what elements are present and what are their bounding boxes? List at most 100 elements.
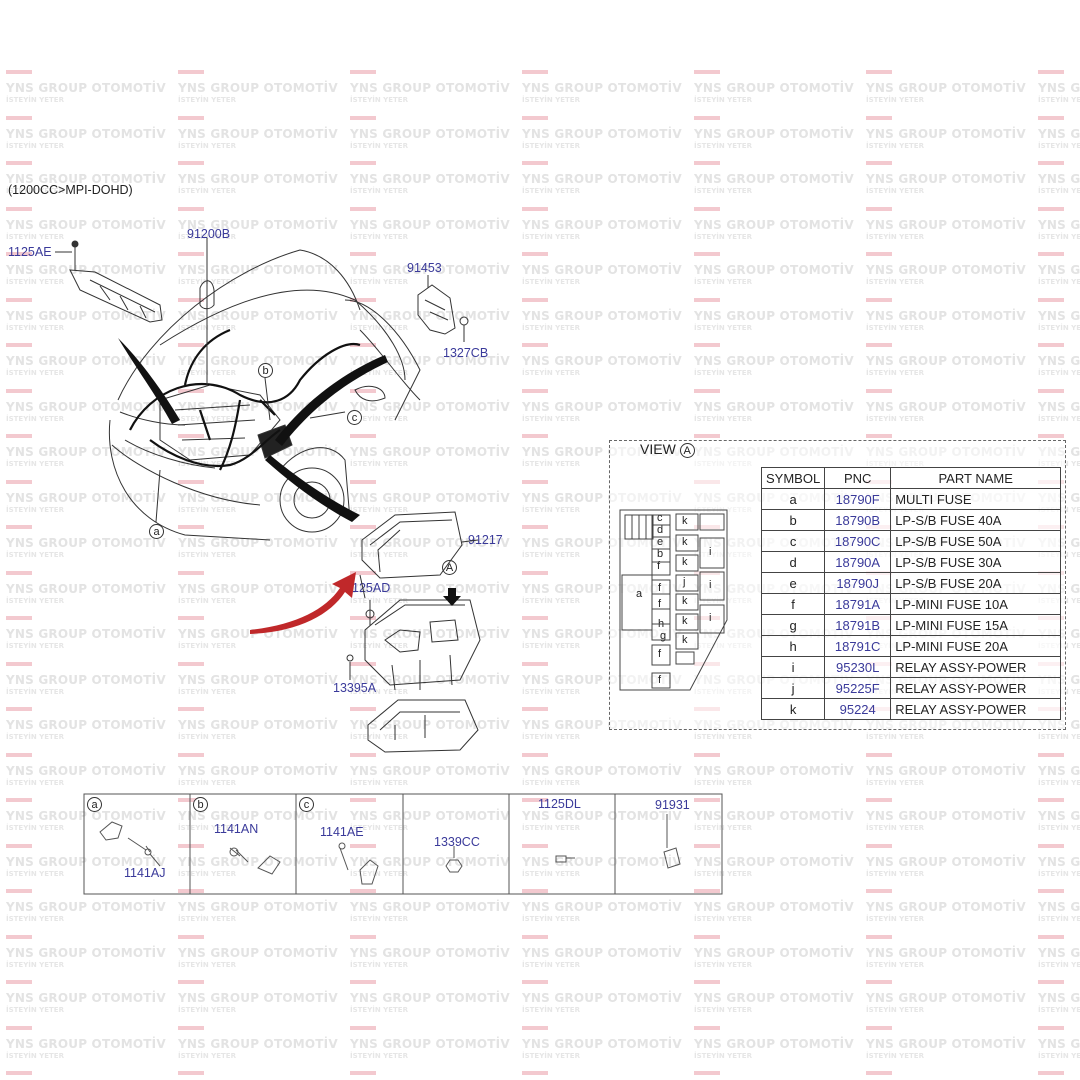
watermark-bar xyxy=(6,388,32,393)
fuse-letter-i2: i xyxy=(709,579,712,591)
watermark-tagline: İSTEYİN YETER xyxy=(522,1006,580,1014)
row-pnc[interactable]: 18790B xyxy=(824,509,892,531)
watermark-brand: YNS GROUP OTOMOTİV xyxy=(178,718,338,732)
row-pnc[interactable]: 95225F xyxy=(824,677,892,699)
watermark-tagline: İSTEYİN YETER xyxy=(694,96,752,104)
watermark-tagline: İSTEYİN YETER xyxy=(522,551,580,559)
watermark-brand: YNS GROUP OTOMOTİV xyxy=(350,809,510,823)
fuse-box-body xyxy=(364,599,481,686)
bottom-part-1141AN[interactable]: 1141AN xyxy=(214,822,259,836)
fuse-letter-f2: f xyxy=(658,582,662,594)
watermark-tagline: İSTEYİN YETER xyxy=(1038,323,1080,332)
row-pnc[interactable]: 18790A xyxy=(824,551,892,573)
row-pnc[interactable]: 18791C xyxy=(824,635,892,657)
row-pnc[interactable]: 95230L xyxy=(824,656,892,678)
watermark-bar xyxy=(866,889,892,893)
watermark-bar xyxy=(6,434,32,438)
callout-1327CB[interactable]: 1327CB xyxy=(443,346,489,360)
watermark-bar xyxy=(694,161,720,165)
watermark-brand: YNS GROUP OTOMOTİV xyxy=(1038,854,1080,869)
watermark-tagline: İSTEYİN YETER xyxy=(178,460,236,468)
watermark-bar xyxy=(178,707,204,711)
watermark-brand: YNS GROUP OTOMOTİV xyxy=(522,354,682,368)
watermark-bar xyxy=(178,525,204,529)
watermark-bar xyxy=(694,252,720,256)
callout-91200B[interactable]: 91200B xyxy=(187,227,231,241)
bottom-part-1141AJ[interactable]: 1141AJ xyxy=(124,866,166,880)
watermark-bar xyxy=(178,434,204,438)
watermark-tagline: İSTEYİN YETER xyxy=(6,1006,64,1014)
connector-pod xyxy=(199,280,215,310)
part-clip-c xyxy=(359,859,379,885)
watermark-brand: YNS GROUP OTOMOTİV xyxy=(178,809,338,823)
row-part-name: RELAY ASSY-POWER xyxy=(890,698,1062,720)
watermark-bar xyxy=(866,343,892,347)
watermark-tagline: İSTEYİN YETER xyxy=(866,96,924,104)
watermark-brand: YNS GROUP OTOMOTİV xyxy=(866,900,1026,914)
bottom-part-1339CC[interactable]: 1339CC xyxy=(434,835,480,849)
row-part-name: LP-S/B FUSE 40A xyxy=(890,509,1062,531)
fuse-box-outline xyxy=(619,509,728,691)
callout-91217[interactable]: 91217 xyxy=(468,533,503,547)
watermark-tagline: İSTEYİN YETER xyxy=(6,960,64,969)
watermark-bar xyxy=(350,206,376,211)
callout-91453[interactable]: 91453 xyxy=(407,261,442,275)
fuse-letter-f3: f xyxy=(658,598,662,610)
watermark-brand: YNS GROUP OTOMOTİV xyxy=(178,627,338,641)
watermark-brand: YNS GROUP OTOMOTİV xyxy=(6,991,166,1005)
watermark-brand: YNS GROUP OTOMOTİV xyxy=(350,81,510,95)
watermark-bar xyxy=(350,661,376,666)
red-arrow xyxy=(250,572,356,634)
callout-1125AE[interactable]: 1125AE xyxy=(8,245,52,259)
part-bolt-c xyxy=(339,847,349,871)
watermark-brand: YNS GROUP OTOMOTİV xyxy=(1038,263,1080,277)
watermark-bar xyxy=(6,161,32,165)
watermark-tagline: İSTEYİN YETER xyxy=(522,369,580,377)
watermark-brand: YNS GROUP OTOMOTİV xyxy=(522,217,682,232)
watermark-brand: YNS GROUP OTOMOTİV xyxy=(350,991,510,1005)
bottom-mark-b: b xyxy=(193,797,208,812)
watermark-tagline: İSTEYİN YETER xyxy=(178,232,236,241)
callout-13395A[interactable]: 13395A xyxy=(333,681,377,695)
view-a-arrow xyxy=(443,588,461,606)
watermark-brand: YNS GROUP OTOMOTİV xyxy=(350,672,510,687)
row-pnc[interactable]: 18791A xyxy=(824,593,892,615)
watermark-bar xyxy=(178,1071,204,1075)
bottom-header-1125DL[interactable]: 1125DL xyxy=(538,797,581,811)
car-side-mirror xyxy=(354,385,386,402)
bottom-part-1141AE[interactable]: 1141AE xyxy=(320,825,364,839)
watermark-bar xyxy=(1038,115,1064,120)
bottom-header-91931[interactable]: 91931 xyxy=(655,798,690,812)
watermark-bar xyxy=(866,388,892,393)
watermark-brand: YNS GROUP OTOMOTİV xyxy=(6,172,166,186)
fuse-letter-g: g xyxy=(660,630,667,642)
watermark-brand: YNS GROUP OTOMOTİV xyxy=(178,308,338,323)
